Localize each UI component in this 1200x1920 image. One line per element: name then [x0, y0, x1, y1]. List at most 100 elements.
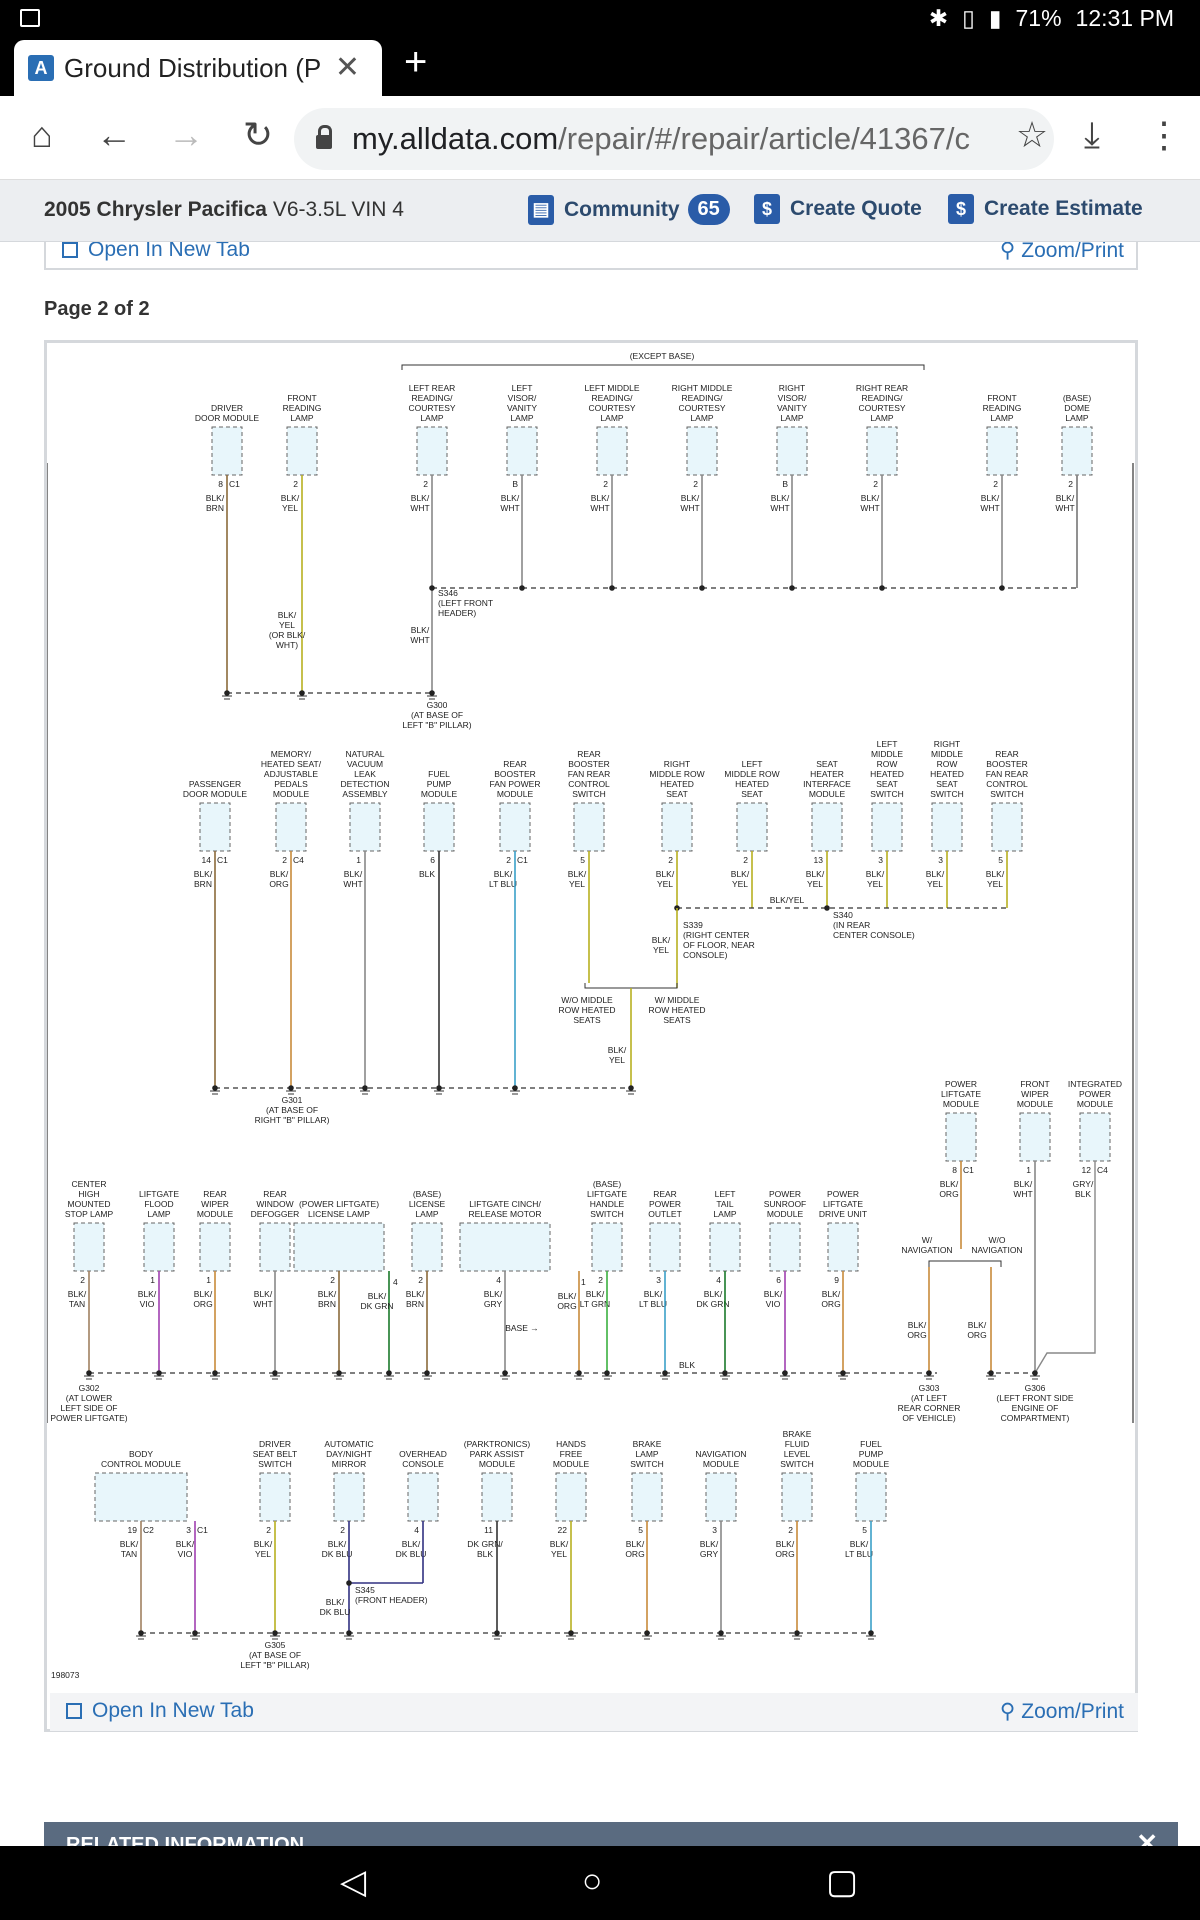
row4-component-0-connector: C2: [143, 1525, 154, 1535]
home-icon[interactable]: ⌂: [31, 114, 53, 155]
quote-dollar-icon: $: [754, 194, 780, 224]
s345-label: S345(FRONT HEADER): [355, 1585, 428, 1605]
row2-component-0-pin: 14: [202, 855, 212, 865]
zoom-print-link[interactable]: ⚲Zoom/Print: [999, 1699, 1124, 1724]
middle-row-bracket: [584, 983, 678, 989]
open-new-tab-link[interactable]: Open In New Tab: [66, 1699, 254, 1723]
bookmark-star-icon[interactable]: ☆: [1015, 114, 1049, 155]
menu-icon[interactable]: ⋮: [1146, 114, 1182, 155]
g301-node-5: [628, 1085, 634, 1091]
row2-component-0-wire-label: BLK/BRN: [194, 869, 213, 889]
g301-node-4: [512, 1085, 518, 1091]
vibrate-icon: ▯: [962, 5, 975, 31]
row4-component-7-wire-label: BLK/GRY: [700, 1539, 719, 1559]
row2-component-1-connector: C4: [293, 855, 304, 865]
row2-component-10: [931, 802, 963, 852]
row3-upper-component-0-pin: 8: [952, 1165, 957, 1175]
community-count-badge: 65: [687, 194, 730, 225]
row4-component-2: [333, 1472, 365, 1522]
row3-component-6: [459, 1222, 551, 1272]
forward-icon[interactable]: →: [168, 114, 204, 155]
community-button[interactable]: ▤ Community 65: [528, 194, 730, 225]
g305-node-2: [272, 1630, 278, 1636]
address-bar[interactable]: my.alldata.com/repair/#/repair/article/4…: [294, 108, 1054, 170]
row2-component-0: [199, 802, 231, 852]
row3-component-0-wire-label: BLK/TAN: [68, 1289, 87, 1309]
row2-component-7-wire-label: BLK/YEL: [731, 869, 750, 889]
row1-component-6-pin: B: [782, 479, 788, 489]
create-quote-button[interactable]: $ Create Quote: [754, 194, 922, 224]
row3-component-6-label: LIFTGATE CINCH/RELEASE MOTOR: [468, 1199, 541, 1219]
browser-tab[interactable]: A Ground Distribution (P ✕: [14, 40, 382, 96]
row2-component-1: [275, 802, 307, 852]
row1-component-1-pin: 2: [293, 479, 298, 489]
s346-node-6: [999, 585, 1005, 591]
row3-component-5: [411, 1222, 443, 1272]
s346-node-0: [429, 585, 435, 591]
tab-title: Ground Distribution (P: [64, 52, 322, 83]
g302-node-4: [336, 1370, 342, 1376]
row3-component-5-wire-label: BLK/BRN: [406, 1289, 425, 1309]
row3-component-3-wire-label: BLK/WHT: [253, 1289, 273, 1309]
row1-component-7-wire-label: BLK/WHT: [860, 493, 880, 513]
open-tab-icon: [66, 1703, 82, 1719]
row4-component-2-wire-label: BLK/DK BLU: [322, 1539, 353, 1559]
row2-component-9-wire-label: BLK/YEL: [866, 869, 885, 889]
g305-node-3: [346, 1630, 352, 1636]
nav-home-icon[interactable]: ○: [582, 1862, 603, 1900]
figure-footer: Open In New Tab ⚲Zoom/Print: [50, 1693, 1138, 1731]
zoom-print-link-top[interactable]: ⚲Zoom/Print: [1000, 242, 1124, 263]
open-new-tab-link-top[interactable]: Open In New Tab: [62, 242, 250, 262]
new-tab-button[interactable]: +: [404, 40, 428, 84]
row1-component-8-pin: 2: [993, 479, 998, 489]
blk-yel-bus-label: BLK/YEL: [770, 895, 805, 905]
battery-icon: ▮: [988, 5, 1002, 31]
row3-component-9-wire-label: BLK/DK GRN: [696, 1289, 729, 1309]
url-text: my.alldata.com/repair/#/repair/article/4…: [352, 121, 970, 156]
row3-component-2-wire-label: BLK/ORG: [193, 1289, 213, 1309]
vehicle-title[interactable]: 2005 Chrysler Pacifica V6-3.5L VIN 4: [44, 198, 404, 221]
close-tab-icon[interactable]: ✕: [334, 51, 360, 84]
g302-node-6: [502, 1370, 508, 1376]
related-information-bar[interactable]: RELATED INFORMATION✕: [44, 1822, 1178, 1846]
status-bar: ✱ ▯ ▮ 71% 12:31 PM: [0, 0, 1200, 38]
row3-component-4: [293, 1222, 385, 1272]
bcm-c1-connector: C1: [197, 1525, 208, 1535]
row3-component-8-wire-label: BLK/LT BLU: [639, 1289, 667, 1309]
back-icon[interactable]: ←: [96, 114, 132, 155]
row2-component-11-wire-label: BLK/YEL: [986, 869, 1005, 889]
s346-node-3: [699, 585, 705, 591]
s346-wire-label: BLK/WHT: [410, 625, 430, 645]
row4-component-5: [555, 1472, 587, 1522]
close-icon[interactable]: ✕: [1136, 1828, 1158, 1846]
create-estimate-button[interactable]: $ Create Estimate: [948, 194, 1143, 224]
row2-component-2-wire-label: BLK/WHT: [343, 869, 363, 889]
nav-back-icon[interactable]: ◁: [340, 1863, 367, 1901]
reload-icon[interactable]: ↻: [242, 114, 274, 155]
row3-component-4-label: (POWER LIFTGATE)LICENSE LAMP: [299, 1199, 379, 1219]
row2-component-4-pin: 2: [506, 855, 511, 865]
license-lamp-dk-grn-label: BLK/DK GRN: [360, 1291, 393, 1311]
row3-upper-component-0: [945, 1112, 977, 1162]
row1-component-8: [986, 426, 1018, 476]
row1-component-3-wire-label: BLK/WHT: [500, 493, 520, 513]
cinch-motor-org-label: BLK/ORG: [557, 1291, 577, 1311]
estimate-dollar-icon: $: [948, 194, 974, 224]
nav-recents-icon[interactable]: ▢: [826, 1863, 859, 1901]
download-icon[interactable]: ⤓: [1084, 114, 1100, 155]
